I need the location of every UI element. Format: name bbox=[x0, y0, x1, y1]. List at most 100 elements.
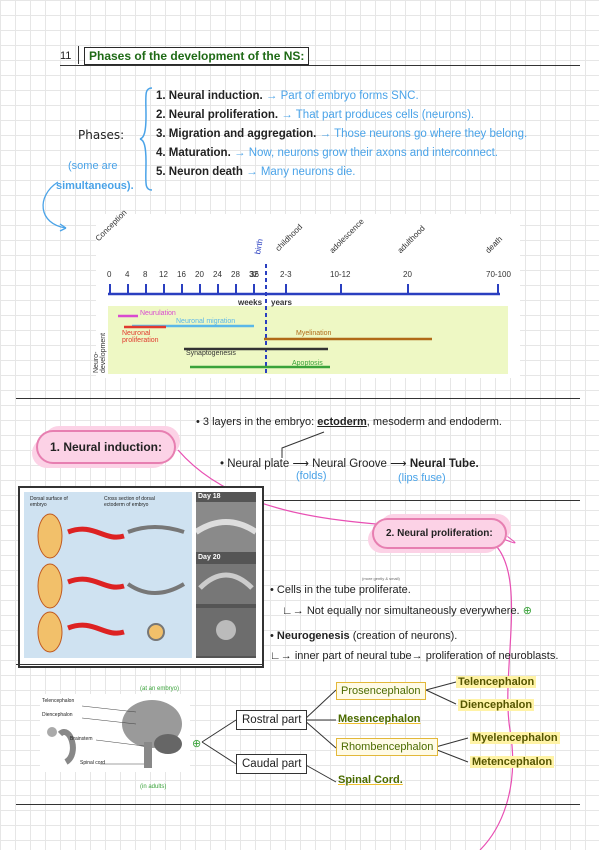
tick-label: 10-12 bbox=[330, 270, 351, 279]
note-lips: (lips fuse) bbox=[398, 472, 446, 484]
neural-proliferation-cloud: 2. Neural proliferation: bbox=[372, 518, 507, 549]
arrow-icon: → bbox=[233, 147, 246, 159]
side-label: Neuro-development bbox=[93, 332, 107, 373]
phases-brace bbox=[139, 87, 153, 191]
tick-label: 12 bbox=[159, 270, 168, 279]
embryo-drawing bbox=[37, 513, 186, 653]
flow-step: Neural plate bbox=[227, 458, 290, 470]
embryo-diagram: Dorsal surface of embryo Cross section o… bbox=[24, 492, 192, 658]
bullet-icon: • bbox=[196, 416, 200, 428]
prolif-sub2: ∟→ inner part of neural tube→ proliferat… bbox=[270, 650, 558, 662]
hook-arrow-icon: ∟→ bbox=[282, 605, 304, 617]
phase-num: 4. bbox=[156, 147, 166, 159]
note-folds: (folds) bbox=[296, 470, 327, 482]
bullet-text: Cells in the tube proliferate. bbox=[276, 584, 411, 596]
green-plus-icon: ⊕ bbox=[522, 605, 532, 617]
tick-label: 0 bbox=[107, 270, 112, 279]
metencephalon-text: Metencephalon bbox=[470, 756, 555, 768]
section-divider bbox=[16, 664, 262, 665]
bullet-text: (creation of neurons). bbox=[352, 630, 458, 642]
tick-label: 20 bbox=[195, 270, 204, 279]
tick-label: 20 bbox=[403, 270, 412, 279]
phase-num: 5. bbox=[156, 166, 166, 178]
years-label: years bbox=[271, 298, 292, 307]
sub-text: Not equally nor simultaneously everywher… bbox=[306, 605, 520, 617]
brain-figure: Telencephalon Diencephalon Brainstem Spi… bbox=[40, 694, 190, 772]
tick-label: 28 bbox=[231, 270, 240, 279]
hook-arrow-icon: ∟→ bbox=[270, 650, 292, 662]
arrow-icon: → bbox=[265, 90, 278, 102]
fig-heading: Cross section of dorsal ectoderm of embr… bbox=[104, 496, 155, 508]
micrograph-drawing bbox=[194, 502, 258, 656]
phase-item: 2. Neural proliferation. → That part pro… bbox=[156, 109, 527, 121]
phase-desc: Part of embryo forms SNC. bbox=[280, 90, 419, 102]
telencephalon-text: Telencephalon bbox=[456, 676, 537, 688]
phases-label: Phases: bbox=[78, 128, 125, 142]
fig-label: Brainstem bbox=[70, 736, 93, 742]
phase-desc: Those neurons go where they belong. bbox=[334, 128, 528, 140]
rhombencephalon-box: Rhombencephalon bbox=[336, 738, 439, 756]
bar-label: Synaptogenesis bbox=[186, 350, 236, 357]
brain-tree-lines bbox=[201, 681, 469, 783]
bullet-key: ectoderm bbox=[317, 416, 367, 428]
tick-label: 2-3 bbox=[280, 270, 292, 279]
bar-label: Apoptosis bbox=[292, 360, 323, 367]
phase-desc: Many neurons die. bbox=[260, 166, 356, 178]
day-label: Day 18 bbox=[198, 493, 221, 500]
phase-desc: Now, neurons grow their axons and interc… bbox=[248, 147, 498, 159]
spinal-cord-text: Spinal Cord. bbox=[338, 774, 403, 786]
tick-label: 36 bbox=[250, 270, 259, 279]
bar-label: Myelination bbox=[296, 330, 332, 337]
neural-induction-cloud: 1. Neural induction: bbox=[36, 430, 177, 464]
page-number-box: 11 bbox=[60, 46, 79, 64]
fig-label: Spinal cord bbox=[80, 760, 106, 766]
phase-name: Maturation. bbox=[168, 147, 231, 159]
induction-connector bbox=[281, 431, 325, 458]
phase-name: Neural induction. bbox=[168, 90, 263, 102]
timeline-svg bbox=[108, 264, 508, 374]
title-underline bbox=[60, 65, 580, 66]
tick-label: 32 bbox=[249, 270, 258, 279]
flow-step: Neural Groove bbox=[312, 458, 387, 470]
section-divider bbox=[16, 398, 580, 399]
section-divider bbox=[16, 804, 580, 805]
tick-label: 16 bbox=[177, 270, 186, 279]
fig-label: Telencephalon bbox=[42, 698, 75, 704]
side-note: (at an embryo) bbox=[140, 686, 180, 692]
page-number: 11 bbox=[60, 50, 72, 62]
phases-note-line1: (some are bbox=[68, 160, 118, 172]
phases-list: 1. Neural induction. → Part of embryo fo… bbox=[156, 90, 527, 178]
phase-num: 3. bbox=[156, 128, 166, 140]
arrow-icon: → bbox=[319, 128, 332, 140]
side-note: (in adults) bbox=[140, 784, 167, 790]
myelencephalon-text: Myelencephalon bbox=[470, 732, 560, 744]
phase-item: 3. Migration and aggregation. → Those ne… bbox=[156, 128, 527, 140]
prolif-bullet1: • Cells in the tube proliferate. bbox=[270, 584, 411, 596]
phases-note-line2: simultaneous). bbox=[56, 180, 134, 192]
induction-bullet: • 3 layers in the embryo: ectoderm, meso… bbox=[196, 416, 502, 428]
phase-num: 1. bbox=[156, 90, 166, 102]
bullet-text: 3 layers in the embryo: bbox=[202, 416, 315, 428]
bullet-icon: • bbox=[270, 584, 274, 596]
green-plus-icon: ⊕ bbox=[192, 738, 202, 750]
prolif-bullet2: • Neurogenesis (creation of neurons). bbox=[270, 630, 457, 642]
diencephalon-text: Diencephalon bbox=[458, 699, 535, 711]
phase-name: Neuron death bbox=[168, 166, 243, 178]
phase-num: 2. bbox=[156, 109, 166, 121]
arrow-icon: ⟶ bbox=[390, 458, 407, 470]
bar-label: Neurulation bbox=[140, 310, 176, 317]
phase-item: 4. Maturation. → Now, neurons grow their… bbox=[156, 147, 527, 159]
fig-label: Diencephalon bbox=[42, 712, 73, 718]
tick-label: 4 bbox=[125, 270, 130, 279]
mesencephalon-text: Mesencephalon bbox=[338, 713, 421, 725]
tick-label: 8 bbox=[143, 270, 148, 279]
tick-label: 24 bbox=[213, 270, 222, 279]
bar-label: Neuronal migration bbox=[176, 318, 236, 325]
tiny-note: (more gently & small) bbox=[362, 576, 400, 581]
page-title: Phases of the development of the NS: bbox=[84, 47, 310, 65]
sub-text: inner part of neural tube→ proliferation… bbox=[294, 650, 559, 662]
micrograph: Day 18 Day 20 bbox=[194, 492, 258, 658]
note-curve-arrow bbox=[42, 181, 67, 232]
phase-desc: That part produces cells (neurons). bbox=[295, 109, 475, 121]
rostral-part-box: Rostral part bbox=[236, 710, 308, 730]
